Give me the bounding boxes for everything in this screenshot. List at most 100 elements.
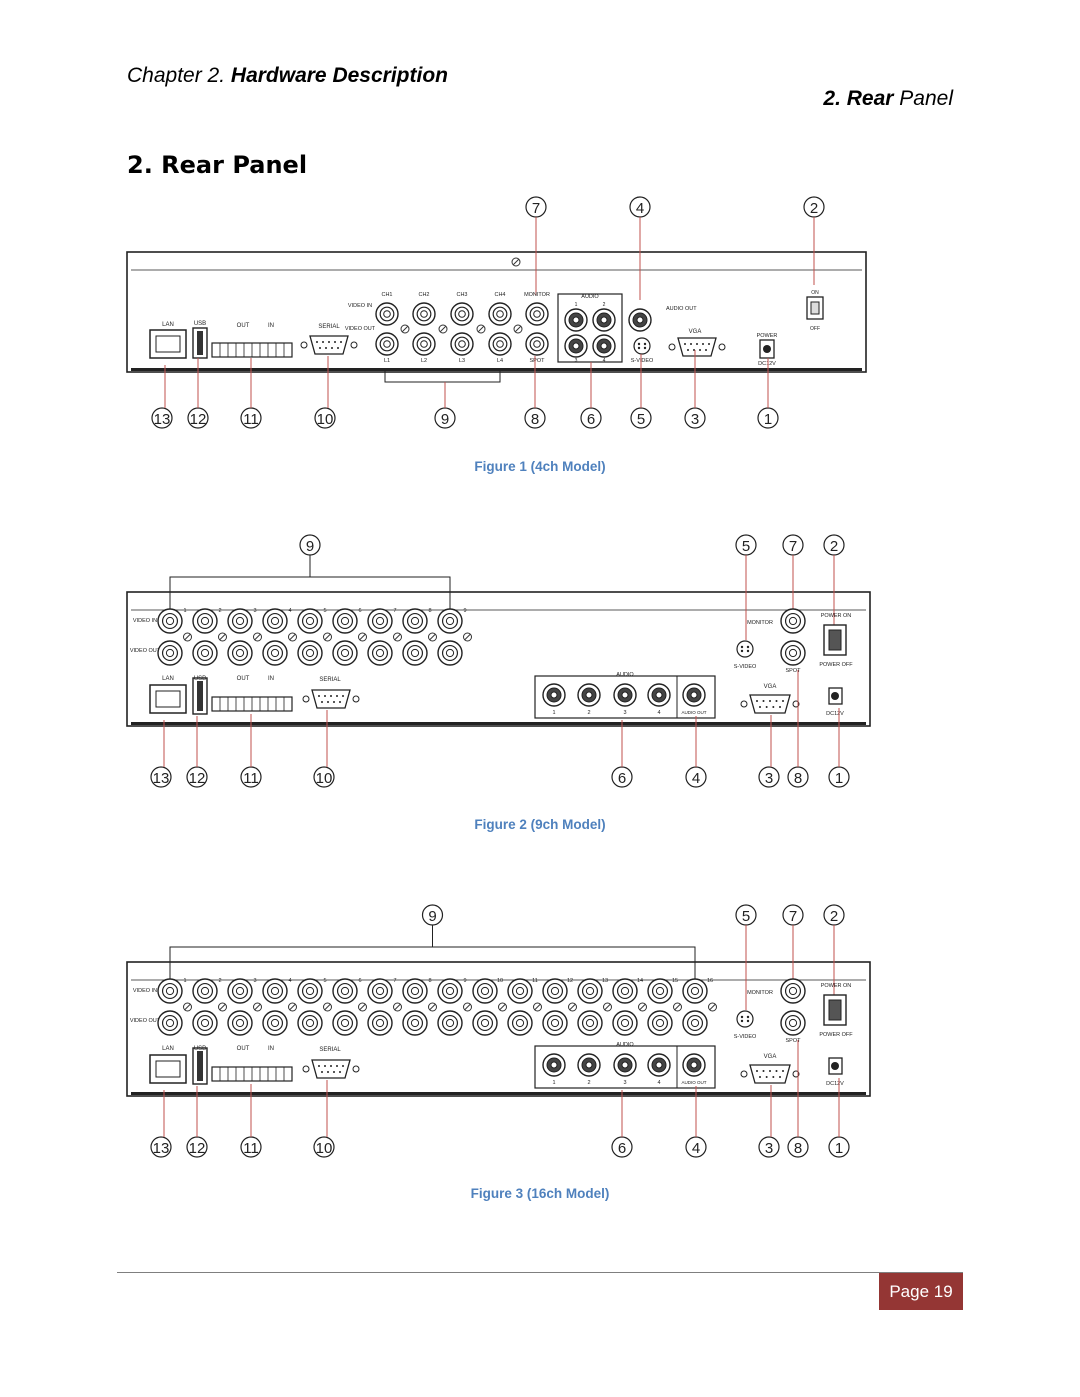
screw-slot: [254, 633, 261, 641]
page-number: Page 19: [889, 1281, 953, 1301]
callout-number: 11: [243, 1140, 259, 1157]
channel-number: 8: [428, 608, 431, 614]
dsub-pin: [339, 701, 341, 703]
screw-slot: [464, 1003, 471, 1011]
callout-number: 13: [153, 1140, 170, 1157]
chassis-base: [131, 1092, 866, 1095]
panel-label: OUT: [237, 1046, 250, 1052]
dsub-pin: [765, 706, 768, 708]
dsub-pin: [782, 1070, 784, 1072]
rca-pin: [585, 1061, 593, 1069]
rca-pin: [550, 691, 558, 699]
dsub-pin: [762, 1070, 765, 1072]
channel-number: 9: [463, 608, 466, 614]
dsub-pin: [316, 341, 318, 343]
bnc-pin: [420, 310, 428, 318]
bnc-pin: [270, 616, 280, 626]
power-rocker: [828, 999, 842, 1021]
audio-number: 4: [657, 1080, 660, 1086]
dsub-screw: [740, 700, 748, 708]
dsub-pin: [782, 700, 784, 702]
bnc-pin: [420, 340, 428, 348]
section-title: 2. Rear Panel: [127, 151, 308, 179]
bnc-pin: [620, 986, 630, 996]
bnc-pin: [620, 1018, 630, 1028]
panel-label: 4: [603, 358, 606, 364]
svideo-pin: [746, 1015, 750, 1019]
dc-label: DC12V: [826, 711, 844, 717]
rca-pin: [636, 316, 644, 324]
dsub-pin: [342, 695, 344, 697]
bnc-pin: [480, 986, 490, 996]
panel-label: OFF: [810, 326, 820, 332]
svideo-pin: [740, 1015, 744, 1019]
dsub-pin: [339, 1071, 341, 1073]
screw-slot: [499, 1003, 506, 1011]
rca-pin: [585, 691, 593, 699]
dsub-pin: [322, 341, 324, 343]
channel-label: CH2: [418, 292, 429, 298]
channel-number: 6: [358, 978, 361, 984]
dsub-pin: [336, 695, 338, 697]
bnc-pin: [340, 986, 350, 996]
bnc-pin: [533, 310, 541, 318]
callout-number: 11: [243, 770, 259, 787]
callout-number: 8: [531, 411, 539, 428]
panel-label: 1: [575, 302, 578, 308]
channel-number: 2: [218, 978, 221, 984]
callout-number: 7: [789, 908, 797, 925]
power-off-label: POWER OFF: [819, 1032, 853, 1038]
callout-number: 3: [765, 1140, 773, 1157]
svideo-pin: [746, 1019, 750, 1023]
vga-label: VGA: [764, 1054, 777, 1060]
bnc-pin: [533, 340, 541, 348]
power-rocker: [810, 301, 820, 315]
channel-number: 4: [288, 608, 291, 614]
dsub-pin: [756, 700, 758, 702]
dsub-pin: [779, 706, 781, 708]
video-in-label: VIDEO IN: [348, 303, 372, 309]
dsub-pin: [324, 695, 326, 697]
callout-number: 2: [830, 908, 838, 925]
bnc-pin: [550, 986, 560, 996]
dsub-pin: [328, 341, 330, 343]
monitor-label: MONITOR: [747, 990, 773, 996]
svideo-pin: [740, 649, 744, 653]
monitor-label: MONITOR: [747, 620, 773, 626]
svideo-label: S-VIDEO: [734, 1034, 757, 1040]
panel-label: OUT: [237, 676, 250, 682]
dsub-pin: [342, 1065, 344, 1067]
dc-label: DC12V: [758, 361, 776, 367]
callout-circle: [758, 1136, 780, 1158]
dsub-pin: [705, 349, 707, 351]
audio-out-label: AUDIO OUT: [681, 1080, 706, 1085]
dsub-connector: [749, 694, 791, 714]
rca-pin: [655, 1061, 663, 1069]
screw-slot: [401, 325, 409, 333]
dsub-screw: [350, 341, 358, 349]
screw-slot: [359, 1003, 366, 1011]
dsub-screw: [352, 695, 360, 703]
dsub-screw: [302, 1065, 310, 1073]
channel-number: 5: [323, 608, 326, 614]
dsub-pin: [769, 700, 771, 702]
rca-pin: [655, 691, 663, 699]
dsub-pin: [779, 1076, 781, 1078]
channel-number: 7: [393, 608, 396, 614]
chassis-base: [131, 368, 862, 371]
rca-pin: [621, 691, 629, 699]
panel-label: 3: [575, 358, 578, 364]
callout-number: 2: [830, 538, 838, 555]
bnc-pin: [410, 986, 420, 996]
power-on-label: POWER ON: [821, 983, 852, 989]
panel-label: LAN: [162, 322, 174, 328]
panel-label: USB: [194, 321, 206, 327]
bnc-pin: [383, 340, 391, 348]
bnc-pin: [305, 986, 315, 996]
callout-circle: [758, 766, 780, 788]
bnc-pin: [445, 1018, 455, 1028]
svideo-pin: [746, 649, 750, 653]
bnc-pin: [496, 340, 504, 348]
